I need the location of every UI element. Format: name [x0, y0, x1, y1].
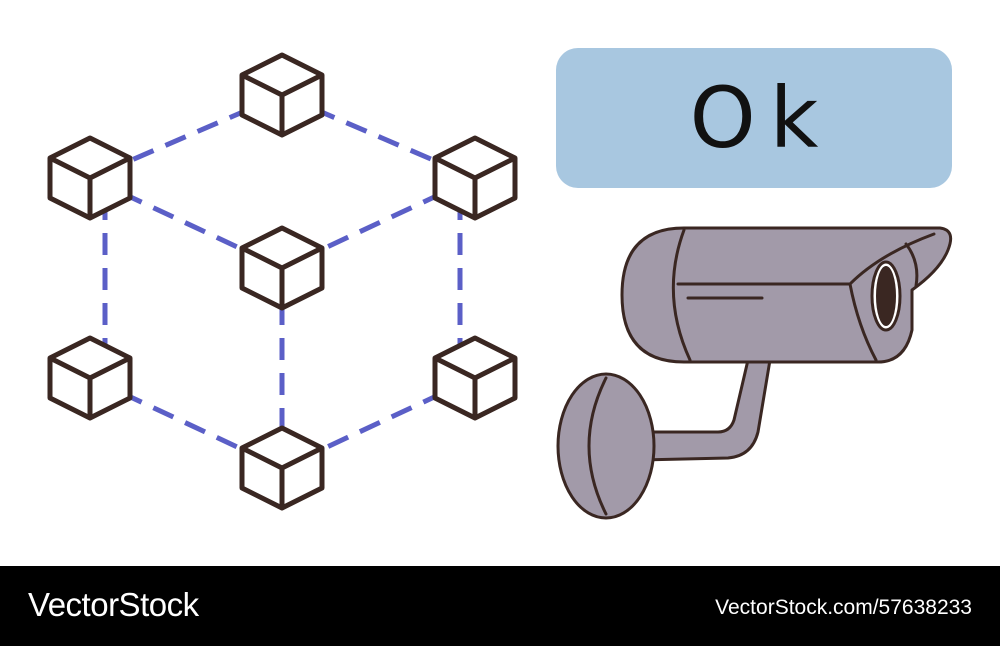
blockchain-network-icon	[0, 0, 953, 520]
cube-icon	[242, 55, 322, 135]
brand-logo: VectorStock	[28, 586, 199, 623]
cube-icon	[435, 338, 515, 418]
cube-icon	[242, 428, 322, 508]
illustration-canvas: Ok	[0, 0, 953, 520]
cube-icon	[242, 228, 322, 308]
image-url: VectorStock.com/57638233	[715, 596, 972, 619]
footer-bar: VectorStock VectorStock.com/57638233	[0, 566, 1000, 646]
status-banner: Ok	[556, 48, 952, 188]
security-camera-icon	[556, 226, 953, 520]
cube-icon	[50, 138, 130, 218]
status-label: Ok	[689, 69, 833, 167]
cube-icon	[50, 338, 130, 418]
cube-icon	[435, 138, 515, 218]
